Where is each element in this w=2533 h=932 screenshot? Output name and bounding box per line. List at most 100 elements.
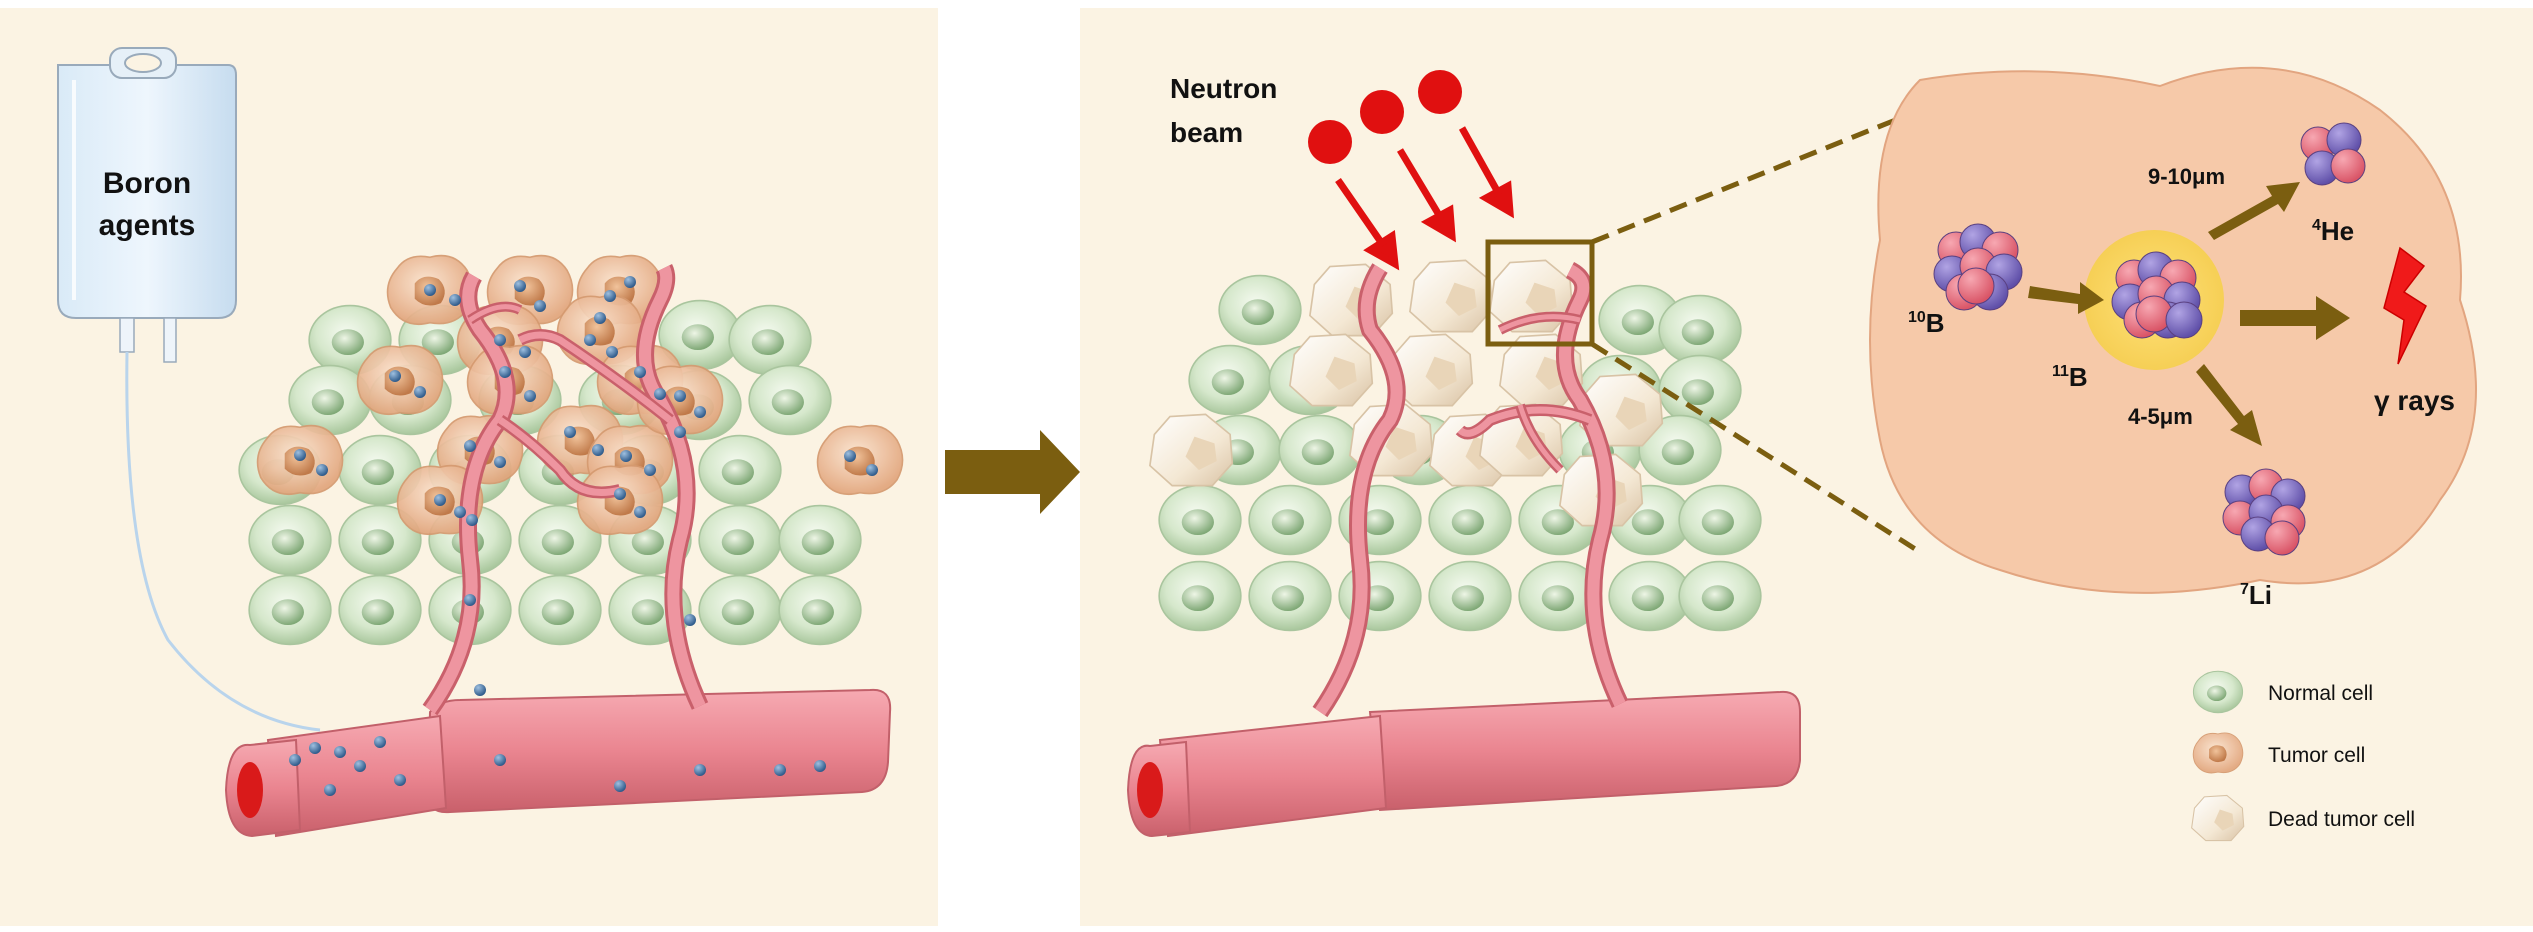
nuclei bbox=[1933, 122, 2366, 556]
boron-10-nucleus bbox=[1933, 223, 2023, 311]
normal-cell bbox=[1428, 560, 1512, 632]
boron-dot bbox=[466, 514, 478, 526]
boron-dot bbox=[866, 464, 878, 476]
tumor-cell bbox=[816, 424, 904, 496]
bag-label-line1: Boron bbox=[103, 167, 191, 200]
helium-4-nucleus bbox=[2300, 122, 2366, 186]
normal-cell bbox=[698, 574, 782, 646]
neutron-particle bbox=[1360, 90, 1404, 134]
normal-cell bbox=[1218, 274, 1302, 346]
boron-dot bbox=[424, 284, 436, 296]
boron-dot bbox=[694, 406, 706, 418]
boron-dot bbox=[334, 746, 346, 758]
boron-dot bbox=[394, 774, 406, 786]
boron-dot bbox=[514, 280, 526, 292]
normal-cell bbox=[1188, 344, 1272, 416]
boron-dot bbox=[844, 450, 856, 462]
boron-dot bbox=[524, 390, 536, 402]
boron-dot bbox=[316, 464, 328, 476]
normal-cell bbox=[1678, 484, 1762, 556]
zoom-line-bottom bbox=[1590, 341, 1922, 555]
boron-dot bbox=[592, 444, 604, 456]
gamma-lightning-icon bbox=[2383, 246, 2427, 365]
arrow-to-gamma bbox=[2240, 296, 2350, 340]
boron-dot bbox=[684, 614, 696, 626]
normal-cell bbox=[778, 574, 862, 646]
normal-cell bbox=[1678, 560, 1762, 632]
legend-tumor-icon bbox=[2192, 732, 2244, 774]
boron-dot bbox=[414, 386, 426, 398]
arrow-to-he bbox=[2208, 182, 2300, 240]
process-arrow bbox=[945, 430, 1080, 514]
boron-dot bbox=[624, 276, 636, 288]
boron-dot bbox=[389, 370, 401, 382]
boron-dot bbox=[464, 440, 476, 452]
zoom-box bbox=[1485, 239, 1595, 347]
b11-label: 11B bbox=[2052, 362, 2088, 392]
iv-bag: Boron agents bbox=[57, 47, 321, 732]
boron-dot bbox=[534, 300, 546, 312]
arrow-b10-to-b11 bbox=[2028, 282, 2104, 314]
normal-cell bbox=[1658, 294, 1742, 366]
bag-label-line2: agents bbox=[99, 209, 196, 242]
gamma-label: γ rays bbox=[2374, 385, 2455, 416]
legend-dead-label: Dead tumor cell bbox=[2268, 808, 2415, 831]
normal-cell bbox=[748, 364, 832, 436]
normal-cell bbox=[778, 504, 862, 576]
boron-11-nucleus bbox=[2111, 251, 2203, 339]
boron-dot bbox=[564, 426, 576, 438]
boron-dot bbox=[674, 390, 686, 402]
legend-dead-icon bbox=[2191, 794, 2245, 842]
boron-dot bbox=[449, 294, 461, 306]
normal-cell bbox=[1248, 560, 1332, 632]
normal-cell bbox=[518, 574, 602, 646]
dead-tumor-cell bbox=[1409, 259, 1494, 333]
normal-cell bbox=[248, 574, 332, 646]
tumor-cell bbox=[356, 344, 444, 416]
legend-normal-icon bbox=[2192, 670, 2244, 714]
beam-label-line2: beam bbox=[1170, 117, 1243, 148]
boron-dot bbox=[354, 760, 366, 772]
normal-cell bbox=[698, 434, 782, 506]
boron-dot bbox=[309, 742, 321, 754]
b10-label: 10B bbox=[1908, 308, 1945, 338]
boron-dot bbox=[674, 426, 686, 438]
normal-cell bbox=[338, 574, 422, 646]
dead-tumor-cell bbox=[1289, 333, 1374, 407]
lithium-7-nucleus bbox=[2222, 468, 2306, 556]
boron-dot bbox=[374, 736, 386, 748]
normal-cell bbox=[1428, 484, 1512, 556]
neutron-particle bbox=[1308, 120, 1352, 164]
boron-dot bbox=[814, 760, 826, 772]
neutron-particle bbox=[1418, 70, 1462, 114]
right-blood-vessel bbox=[1126, 261, 1801, 838]
boron-dot bbox=[324, 784, 336, 796]
boron-dot bbox=[454, 506, 466, 518]
boron-dot bbox=[294, 449, 306, 461]
boron-dot bbox=[464, 594, 476, 606]
li7-label: 7Li bbox=[2240, 580, 2272, 610]
normal-cell bbox=[1278, 414, 1362, 486]
boron-dot bbox=[614, 488, 626, 500]
boron-dot bbox=[644, 464, 656, 476]
boron-dot bbox=[634, 366, 646, 378]
boron-particles bbox=[289, 276, 878, 796]
legend-normal-label: Normal cell bbox=[2268, 682, 2373, 705]
boron-dot bbox=[434, 494, 446, 506]
boron-dot bbox=[494, 754, 506, 766]
boron-dot bbox=[620, 450, 632, 462]
boron-dot bbox=[774, 764, 786, 776]
boron-dot bbox=[499, 366, 511, 378]
he4-label: 4He bbox=[2312, 216, 2354, 246]
normal-cell bbox=[248, 504, 332, 576]
boron-dot bbox=[594, 312, 606, 324]
boron-dot bbox=[604, 290, 616, 302]
reaction-arrows bbox=[2028, 182, 2350, 446]
boron-dot bbox=[494, 456, 506, 468]
dead-tumor-cell bbox=[1149, 413, 1234, 487]
boron-dot bbox=[614, 780, 626, 792]
boron-dot bbox=[606, 346, 618, 358]
legend: Normal cell Tumor cell Dead tumor cell bbox=[2191, 670, 2415, 842]
neutron-beam bbox=[1308, 70, 1515, 271]
